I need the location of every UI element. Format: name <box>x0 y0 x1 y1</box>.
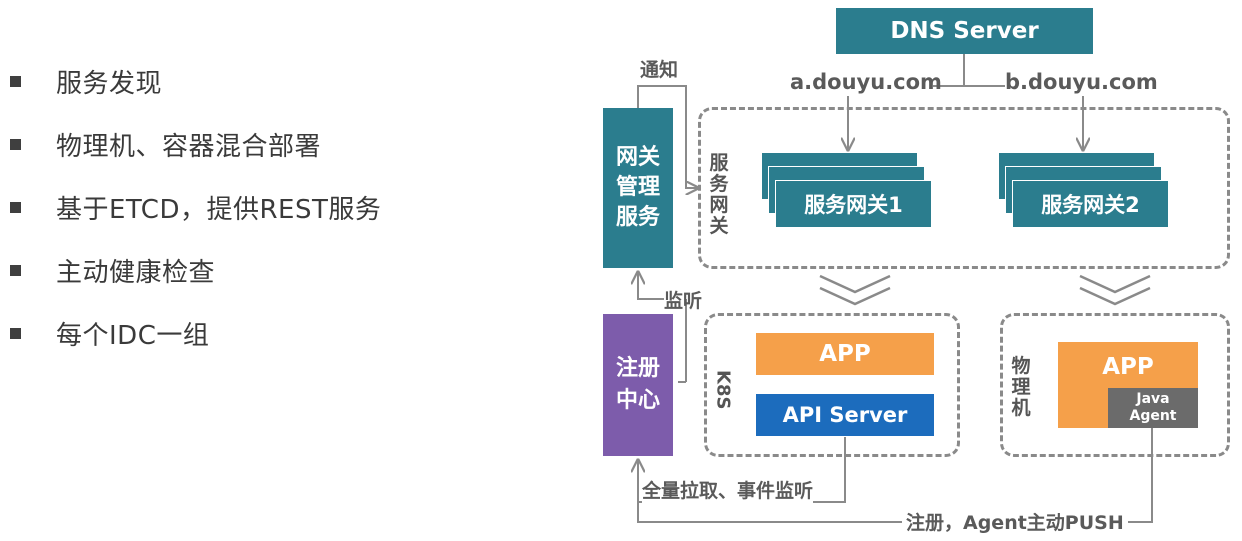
k8s-group-label: K8S <box>712 370 734 413</box>
list-item-text: 主动健康检查 <box>56 258 216 288</box>
bullet-square-icon <box>10 202 21 213</box>
java-agent-line: Java <box>1136 391 1170 407</box>
list-item-text: 服务发现 <box>56 69 163 99</box>
feature-list: 服务发现 物理机、容器混合部署 基于ETCD，提供REST服务 主动健康检查 每… <box>10 50 381 365</box>
list-item: 物理机、容器混合部署 <box>10 113 381 176</box>
monitor-label: 监听 <box>664 290 703 312</box>
register-push-label: 注册，Agent主动PUSH <box>902 508 1128 535</box>
bullet-square-icon <box>10 265 21 276</box>
gateway2-box: 服务网关2 <box>1012 180 1169 228</box>
list-item-text: 每个IDC一组 <box>56 321 210 351</box>
k8s-app-box: APP <box>756 333 934 375</box>
physical-machine-group <box>1000 313 1230 457</box>
bullet-square-icon <box>10 328 21 339</box>
chevron-down-icon <box>819 274 891 294</box>
notify-arrow <box>637 85 698 188</box>
gateway-management-box: 网关 管理 服务 <box>603 108 673 268</box>
k8s-group <box>704 313 960 457</box>
chevron-down-icon <box>1079 274 1151 294</box>
pull-watch-label: 全量拉取、事件监听 <box>642 476 814 503</box>
notify-label: 通知 <box>640 59 679 81</box>
gateway-mgmt-line: 服务 <box>615 205 660 230</box>
list-item: 基于ETCD，提供REST服务 <box>10 176 381 239</box>
physical-machine-group-label: 物理机 <box>1011 355 1031 419</box>
list-item-text: 物理机、容器混合部署 <box>56 132 322 162</box>
registry-center-box: 注册 中心 <box>603 314 673 456</box>
list-item-text: 基于ETCD，提供REST服务 <box>56 195 382 225</box>
registry-line: 注册 <box>615 356 660 381</box>
chevron-down-icon <box>819 286 891 306</box>
register-push-line <box>637 428 1153 523</box>
list-item: 服务发现 <box>10 50 381 113</box>
dns-server-box: DNS Server <box>836 8 1093 54</box>
k8s-label-text: K8S <box>712 370 734 410</box>
bullet-square-icon <box>10 76 21 87</box>
monitor-arrow <box>638 272 664 300</box>
gateway1-box: 服务网关1 <box>775 180 932 228</box>
list-item: 每个IDC一组 <box>10 302 381 365</box>
domain-a-label: a.douyu.com <box>790 70 942 94</box>
registry-line: 中心 <box>615 388 660 413</box>
gateway-mgmt-line: 管理 <box>615 175 660 200</box>
service-gateway-group <box>698 107 1230 269</box>
java-agent-box: Java Agent <box>1108 388 1198 428</box>
bullet-square-icon <box>10 139 21 150</box>
chevron-down-icon <box>1079 286 1151 306</box>
list-item: 主动健康检查 <box>10 239 381 302</box>
gateway-mgmt-line: 网关 <box>615 145 660 170</box>
domain-b-label: b.douyu.com <box>1005 70 1158 94</box>
java-agent-line: Agent <box>1129 408 1177 424</box>
service-gateway-group-label: 服务网关 <box>709 152 729 237</box>
api-server-box: API Server <box>756 394 934 436</box>
